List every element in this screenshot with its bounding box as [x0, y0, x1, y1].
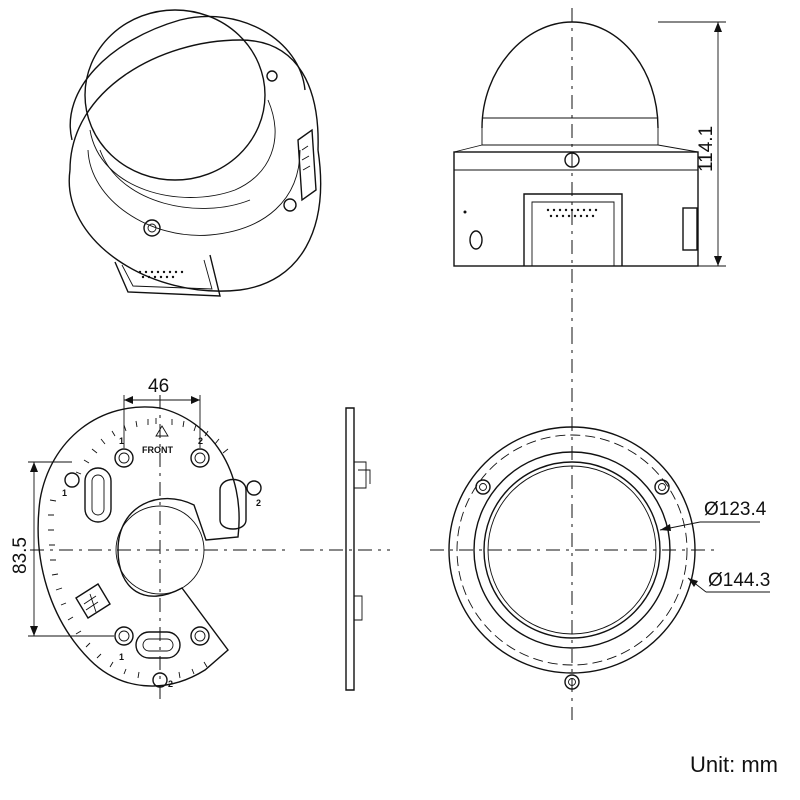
hole-bottom-right: [190, 626, 210, 646]
hole-label-1-left: 1: [62, 488, 67, 498]
front-label: FRONT: [142, 445, 173, 455]
hole-label-2-bottom: 2: [168, 679, 173, 689]
hole-top-right: [190, 448, 210, 468]
isometric-view: [68, 9, 322, 297]
side-view: 114.1: [453, 8, 726, 330]
dimension-46: 46: [148, 376, 169, 397]
hole-label-1-bottom: 1: [119, 652, 124, 662]
outer-dashed-circle: [456, 434, 688, 666]
outer-flange: [448, 426, 696, 674]
dimension-83-5: 83.5: [10, 537, 31, 574]
hole-label-2-top: 2: [198, 436, 203, 446]
inner-window: [483, 461, 661, 639]
plate-outline: [37, 406, 240, 687]
inner-diameter-label: Ø123.4: [704, 499, 767, 520]
unit-label: Unit: mm: [690, 752, 778, 777]
side-vent-dots: [546, 208, 598, 218]
mounting-plate-view: FRONT 1 2 2 1 1 2 46 83.5: [10, 376, 290, 700]
outer-diameter-label: Ø144.3: [708, 570, 770, 591]
side-dome: [481, 21, 659, 129]
bottom-view: Ø123.4 Ø144.3: [430, 330, 770, 720]
hole-label-1-top: 1: [119, 436, 124, 446]
vent-dots: [138, 270, 184, 279]
hole-label-2-right: 2: [256, 498, 261, 508]
height-dimension: 114.1: [696, 126, 717, 172]
hole-top-left: [114, 448, 134, 468]
hole-bottom-left: [114, 626, 134, 646]
dome: [84, 9, 266, 181]
plate-profile-view: [300, 407, 390, 691]
